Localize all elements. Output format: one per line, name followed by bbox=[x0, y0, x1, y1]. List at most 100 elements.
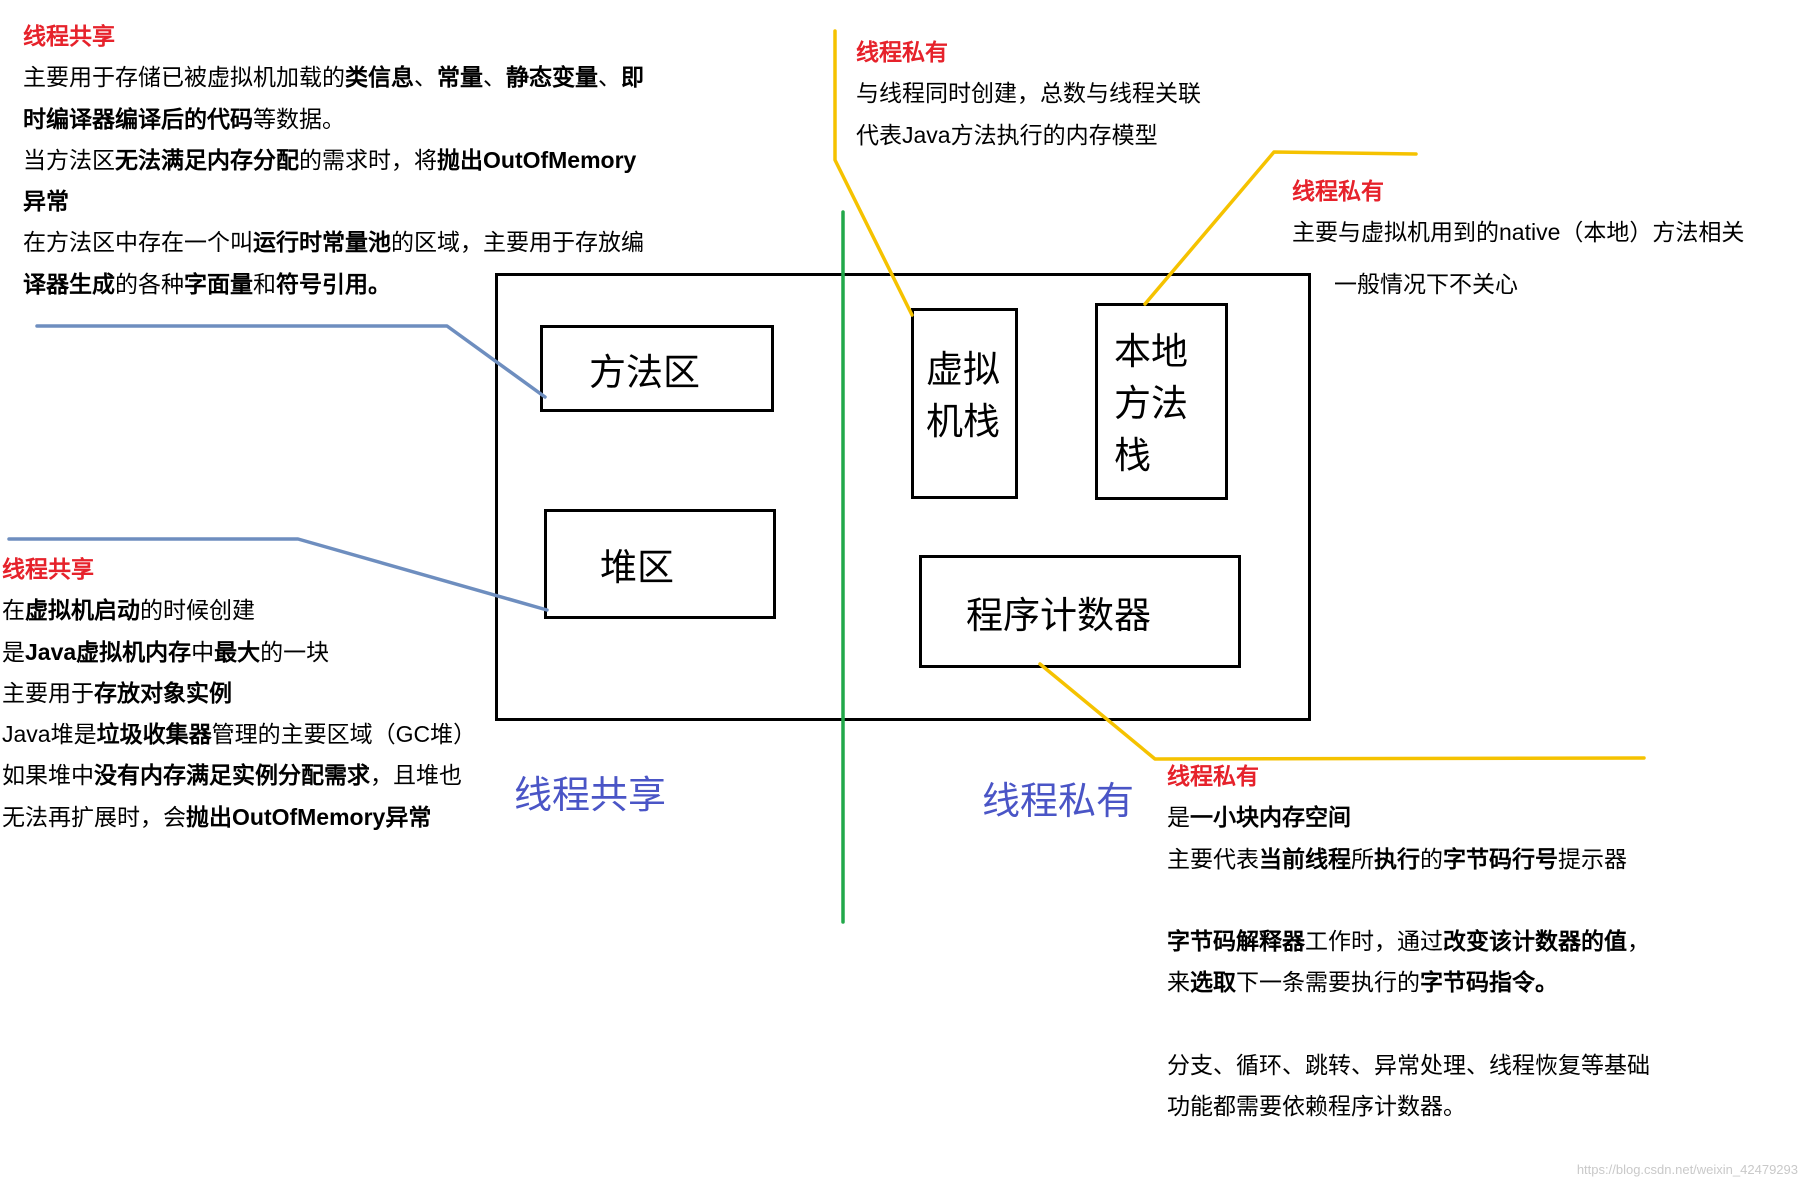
note-text-bold: 字面量 bbox=[184, 270, 253, 297]
note-text: 一般情况下不关心 bbox=[1334, 270, 1518, 297]
native-stack-label-line: 方法 bbox=[1114, 382, 1188, 425]
note-heading: 线程共享 bbox=[2, 556, 94, 582]
note-text-bold: 改变该计数器的值 bbox=[1443, 928, 1627, 955]
note-heading: 线程私有 bbox=[1167, 763, 1259, 789]
note-line: 与线程同时创建，总数与线程关联 bbox=[856, 73, 1201, 114]
note-text: 中 bbox=[191, 638, 215, 665]
note-text-bold: 字节码指令。 bbox=[1420, 969, 1558, 996]
native-stack-label-line: 本地 bbox=[1114, 330, 1188, 373]
note-text: 的需求时，将 bbox=[299, 146, 437, 173]
note-text-bold: 抛出OutOfMemory异常 bbox=[186, 803, 432, 830]
note-line: 字节码解释器工作时，通过改变该计数器的值， bbox=[1167, 921, 1650, 962]
note-line: 主要代表当前线程所执行的字节码行号提示器 bbox=[1167, 839, 1650, 880]
note-text: 下一条需要执行的 bbox=[1236, 969, 1420, 996]
note-text-bold: 虚拟机启动 bbox=[25, 597, 140, 624]
vm-stack-label-line: 虚拟 bbox=[926, 348, 1000, 391]
note-line: 主要用于存放对象实例 bbox=[2, 673, 476, 714]
note-text-bold: 选取 bbox=[1190, 969, 1236, 996]
note-text-bold: 无法满足内存分配 bbox=[115, 146, 299, 173]
note-line: 异常 bbox=[23, 181, 644, 222]
note-text-bold: 类信息 bbox=[345, 64, 414, 91]
note-text-bold: 一小块内存空间 bbox=[1190, 804, 1351, 831]
note-line: 主要与虚拟机用到的native（本地）方法相关 bbox=[1292, 212, 1744, 253]
note-text: 等数据。 bbox=[253, 105, 345, 132]
note-text: 主要代表 bbox=[1167, 845, 1259, 872]
note-text-bold: 常量 bbox=[437, 64, 483, 91]
note-text: 在 bbox=[2, 597, 25, 624]
note-line: 在方法区中存在一个叫运行时常量池的区域，主要用于存放编 bbox=[23, 222, 644, 263]
note-line: 当方法区无法满足内存分配的需求时，将抛出OutOfMemory bbox=[23, 140, 644, 181]
vm-stack-box: 虚拟 机栈 bbox=[911, 308, 1018, 499]
note-text: 主要与虚拟机用到的native（本地）方法相关 bbox=[1292, 219, 1745, 246]
note-text: 、 bbox=[598, 64, 621, 91]
native-stack-box: 本地 方法 栈 bbox=[1095, 303, 1228, 500]
note-body: 与线程同时创建，总数与线程关联代表Java方法执行的内存模型 bbox=[856, 73, 1201, 156]
native-stack-label-line: 栈 bbox=[1114, 434, 1151, 477]
thread-private-label: 线程私有 bbox=[982, 781, 1135, 823]
note-text: 是 bbox=[2, 638, 25, 665]
vm-stack-note: 线程私有 与线程同时创建，总数与线程关联代表Java方法执行的内存模型 bbox=[856, 32, 1201, 156]
thread-shared-label: 线程共享 bbox=[514, 775, 667, 817]
note-text: 提示器 bbox=[1558, 845, 1627, 872]
note-text-bold: 译器生成 bbox=[23, 270, 115, 297]
note-text: 来 bbox=[1167, 969, 1190, 996]
note-text: 、 bbox=[483, 64, 506, 91]
pc-register-label: 程序计数器 bbox=[966, 593, 1151, 637]
note-text-bold: 存放对象实例 bbox=[94, 679, 232, 706]
note-line: 一般情况下不关心 bbox=[1292, 264, 1744, 305]
note-text: 的一块 bbox=[260, 638, 330, 665]
note-text: ，且堆也 bbox=[370, 762, 462, 789]
note-text: 的时候创建 bbox=[140, 597, 255, 624]
note-line: Java堆是垃圾收集器管理的主要区域（GC堆） bbox=[2, 714, 476, 755]
note-text: 管理的主要区域（GC堆） bbox=[211, 721, 477, 748]
note-line: 分支、循环、跳转、异常处理、线程恢复等基础 bbox=[1167, 1045, 1650, 1086]
method-area-note: 线程共享 主要用于存储已被虚拟机加载的类信息、常量、静态变量、即时编译器编译后的… bbox=[23, 16, 644, 305]
note-text: 的各种 bbox=[115, 270, 184, 297]
vm-stack-label-line: 机栈 bbox=[926, 400, 1000, 443]
note-line: 代表Java方法执行的内存模型 bbox=[856, 115, 1201, 156]
note-text: 工作时，通过 bbox=[1305, 928, 1443, 955]
note-body: 是一小块内存空间主要代表当前线程所执行的字节码行号提示器字节码解释器工作时，通过… bbox=[1167, 797, 1650, 1127]
note-text-bold: Java虚拟机内存 bbox=[25, 638, 192, 665]
heap-label: 堆区 bbox=[600, 546, 674, 589]
note-line: 时编译器编译后的代码等数据。 bbox=[23, 99, 644, 140]
note-text-bold: 即 bbox=[621, 64, 644, 91]
note-text: 与线程同时创建，总数与线程关联 bbox=[856, 80, 1201, 107]
note-line: 是一小块内存空间 bbox=[1167, 797, 1650, 838]
note-text: 功能都需要依赖程序计数器。 bbox=[1167, 1093, 1466, 1120]
note-text: ， bbox=[1627, 928, 1650, 955]
note-text-bold: 异常 bbox=[23, 188, 69, 215]
note-text: 如果堆中 bbox=[2, 762, 94, 789]
note-line: 是Java虚拟机内存中最大的一块 bbox=[2, 632, 476, 673]
note-body: 主要与虚拟机用到的native（本地）方法相关一般情况下不关心 bbox=[1292, 212, 1744, 305]
note-line: 译器生成的各种字面量和符号引用。 bbox=[23, 264, 644, 305]
method-area-box: 方法区 bbox=[540, 325, 774, 412]
note-text: 当方法区 bbox=[23, 146, 115, 173]
note-line: 在虚拟机启动的时候创建 bbox=[2, 590, 476, 631]
note-text: 和 bbox=[253, 270, 276, 297]
watermark: https://blog.csdn.net/weixin_42479293 bbox=[1576, 1162, 1798, 1177]
note-text-bold: 符号引用。 bbox=[276, 270, 391, 297]
note-text-bold: 执行 bbox=[1374, 845, 1420, 872]
note-heading: 线程私有 bbox=[1292, 178, 1384, 204]
note-text-bold: 没有内存满足实例分配需求 bbox=[94, 762, 370, 789]
note-text: 的 bbox=[1420, 845, 1443, 872]
note-text: 在方法区中存在一个叫 bbox=[23, 229, 253, 256]
note-text: 无法再扩展时，会 bbox=[2, 803, 186, 830]
note-text-bold: 静态变量 bbox=[506, 64, 598, 91]
note-line: 功能都需要依赖程序计数器。 bbox=[1167, 1086, 1650, 1127]
note-text-bold: 抛出OutOfMemory bbox=[437, 146, 637, 173]
note-text: 主要用于 bbox=[2, 679, 94, 706]
note-text: 代表Java方法执行的内存模型 bbox=[856, 121, 1158, 148]
note-text: 是 bbox=[1167, 804, 1190, 831]
heap-note: 线程共享 在虚拟机启动的时候创建是Java虚拟机内存中最大的一块主要用于存放对象… bbox=[2, 549, 476, 838]
note-line: 如果堆中没有内存满足实例分配需求，且堆也 bbox=[2, 755, 476, 796]
note-text-bold: 垃圾收集器 bbox=[96, 721, 212, 748]
note-text: 所 bbox=[1351, 845, 1374, 872]
note-blank-line bbox=[1167, 1004, 1650, 1045]
note-text-bold: 最大 bbox=[214, 638, 261, 665]
pc-register-note: 线程私有 是一小块内存空间主要代表当前线程所执行的字节码行号提示器字节码解释器工… bbox=[1167, 756, 1650, 1128]
note-text-bold: 当前线程 bbox=[1259, 845, 1351, 872]
note-text: 分支、循环、跳转、异常处理、线程恢复等基础 bbox=[1167, 1052, 1650, 1079]
